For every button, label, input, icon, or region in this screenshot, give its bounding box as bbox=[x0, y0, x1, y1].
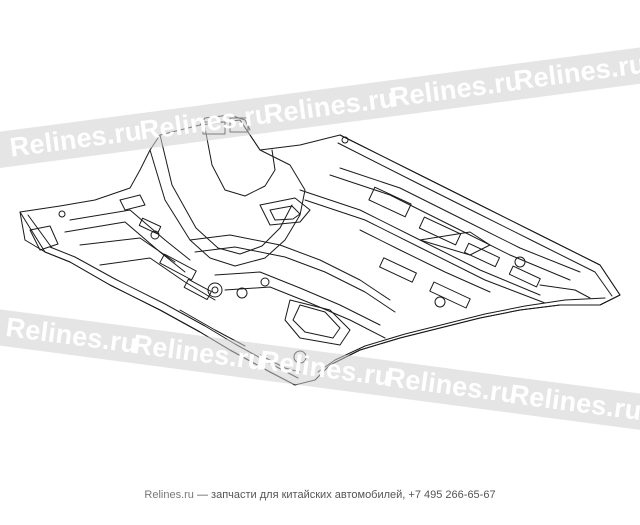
center-tunnel bbox=[149, 119, 306, 267]
footer-caption: Relines.ru — запчасти для китайских авто… bbox=[0, 489, 640, 501]
footer-text: — запчасти для китайских автомобилей, +7… bbox=[193, 489, 496, 501]
footer-brand: Relines.ru bbox=[144, 489, 194, 501]
